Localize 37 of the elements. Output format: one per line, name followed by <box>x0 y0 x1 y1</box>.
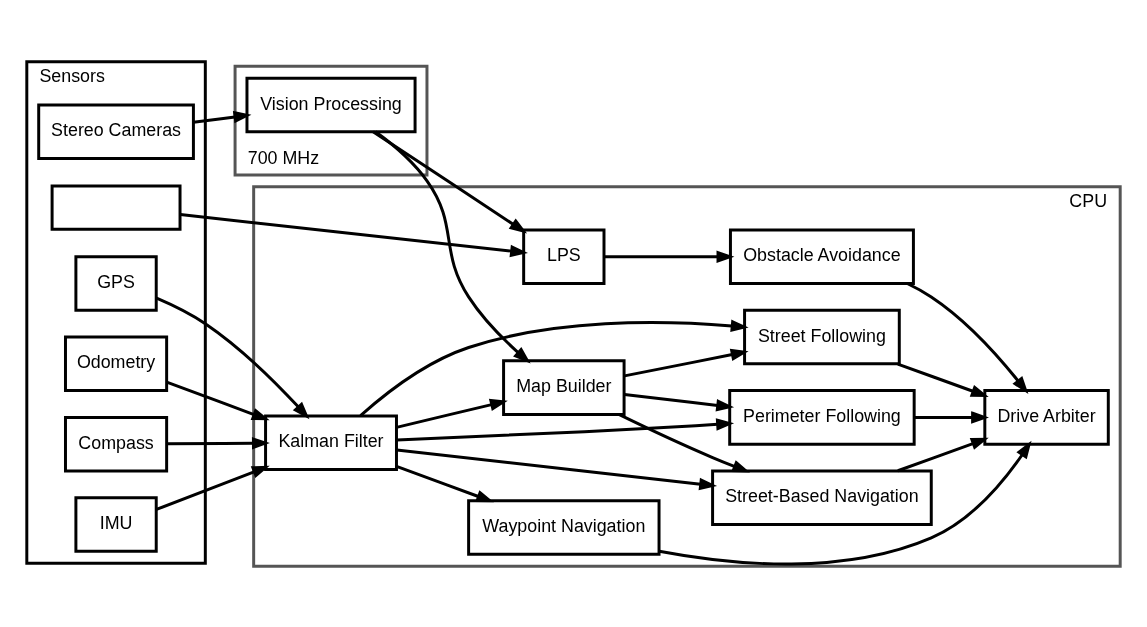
node-box <box>50 184 182 231</box>
arrow <box>618 412 751 473</box>
arrow <box>193 110 252 124</box>
arrow <box>156 296 310 419</box>
node-box: Perimeter Following <box>728 388 916 446</box>
node-box: Map Builder <box>502 358 626 416</box>
arrow <box>624 392 735 411</box>
arrow <box>659 440 1032 565</box>
arrow <box>396 447 718 490</box>
node-box: IMU <box>74 495 158 553</box>
arrow <box>372 130 528 233</box>
node-box: Odometry <box>64 335 169 392</box>
arrow <box>604 249 735 263</box>
arrow <box>897 437 989 472</box>
arrow <box>166 436 270 449</box>
node-box: GPS <box>74 254 158 312</box>
arrow <box>396 398 508 429</box>
node-box: Drive Arbiter <box>983 388 1110 446</box>
node-box: Kalman Filter <box>264 413 398 471</box>
arrow <box>396 464 494 502</box>
node-box: Compass <box>64 415 169 472</box>
node-box: Vision Processing <box>245 76 417 133</box>
node-box: Obstacle Avoidance <box>728 227 915 285</box>
arrow <box>166 380 270 420</box>
arrow <box>155 465 270 511</box>
node-box: Waypoint Navigation <box>467 498 661 556</box>
node-box: Street Following <box>743 308 901 365</box>
arrow <box>914 410 989 424</box>
arrow <box>359 319 749 417</box>
node-box: Street-Based Navigation <box>711 468 933 526</box>
node-box: Stereo Cameras <box>37 103 195 160</box>
node-box: LPS <box>522 227 606 285</box>
arrow <box>396 417 735 442</box>
arrow <box>180 212 528 257</box>
arrow <box>897 362 989 397</box>
arrow <box>624 348 749 377</box>
arrow <box>374 130 531 363</box>
